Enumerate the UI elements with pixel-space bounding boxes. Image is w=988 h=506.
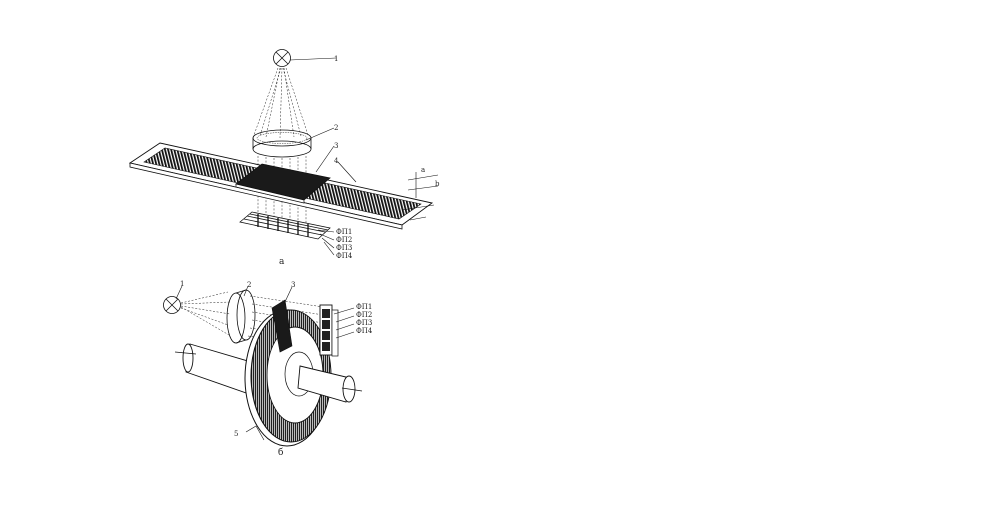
figure-b: 1 2 3 5 ФП1 ФП2 ФП3 ФП4 б: [163, 280, 373, 458]
label-pd1-b: ФП1: [356, 303, 372, 311]
label-dim-a: a: [421, 166, 425, 174]
light-cone-a: [253, 67, 309, 139]
shaft-right: [297, 365, 363, 403]
label-mask-b: 3: [291, 281, 295, 289]
label-pd2-b: ФП2: [356, 311, 372, 319]
lens-b: [226, 289, 256, 344]
light-cone-b: [180, 291, 231, 336]
lens-a: [252, 129, 312, 158]
leaders-b: [175, 285, 355, 441]
label-disk: 5: [234, 430, 238, 438]
photodetector-array-b: [319, 304, 339, 357]
label-pd4-a: ФП4: [336, 252, 353, 260]
caption-a: а: [279, 257, 285, 267]
light-source-a-icon: [273, 49, 291, 67]
figure-a: 1 2 3 4 a b ФП1 ФП2 ФП3 ФП4 а: [128, 49, 440, 267]
mask-b: [271, 299, 293, 353]
caption-b: б: [278, 447, 283, 458]
label-mask-a: 3: [334, 142, 338, 150]
shaft-left: [174, 343, 259, 396]
leaders-a: [289, 57, 439, 256]
label-light-source-b: 1: [180, 280, 184, 288]
label-pd3-b: ФП3: [356, 319, 372, 327]
label-pd1-a: ФП1: [336, 228, 352, 236]
label-scale: 4: [334, 157, 339, 165]
light-source-b-icon: [163, 296, 181, 314]
label-pd3-a: ФП3: [336, 244, 352, 252]
label-dim-b: b: [435, 180, 440, 188]
mask-a: [235, 163, 331, 204]
label-light-source-a: 1: [334, 55, 338, 63]
photodetector-array-a: [239, 211, 331, 240]
label-lens-b: 2: [247, 281, 251, 289]
label-pd2-a: ФП2: [336, 236, 352, 244]
label-lens-a: 2: [334, 124, 338, 132]
label-pd4-b: ФП4: [356, 327, 373, 335]
